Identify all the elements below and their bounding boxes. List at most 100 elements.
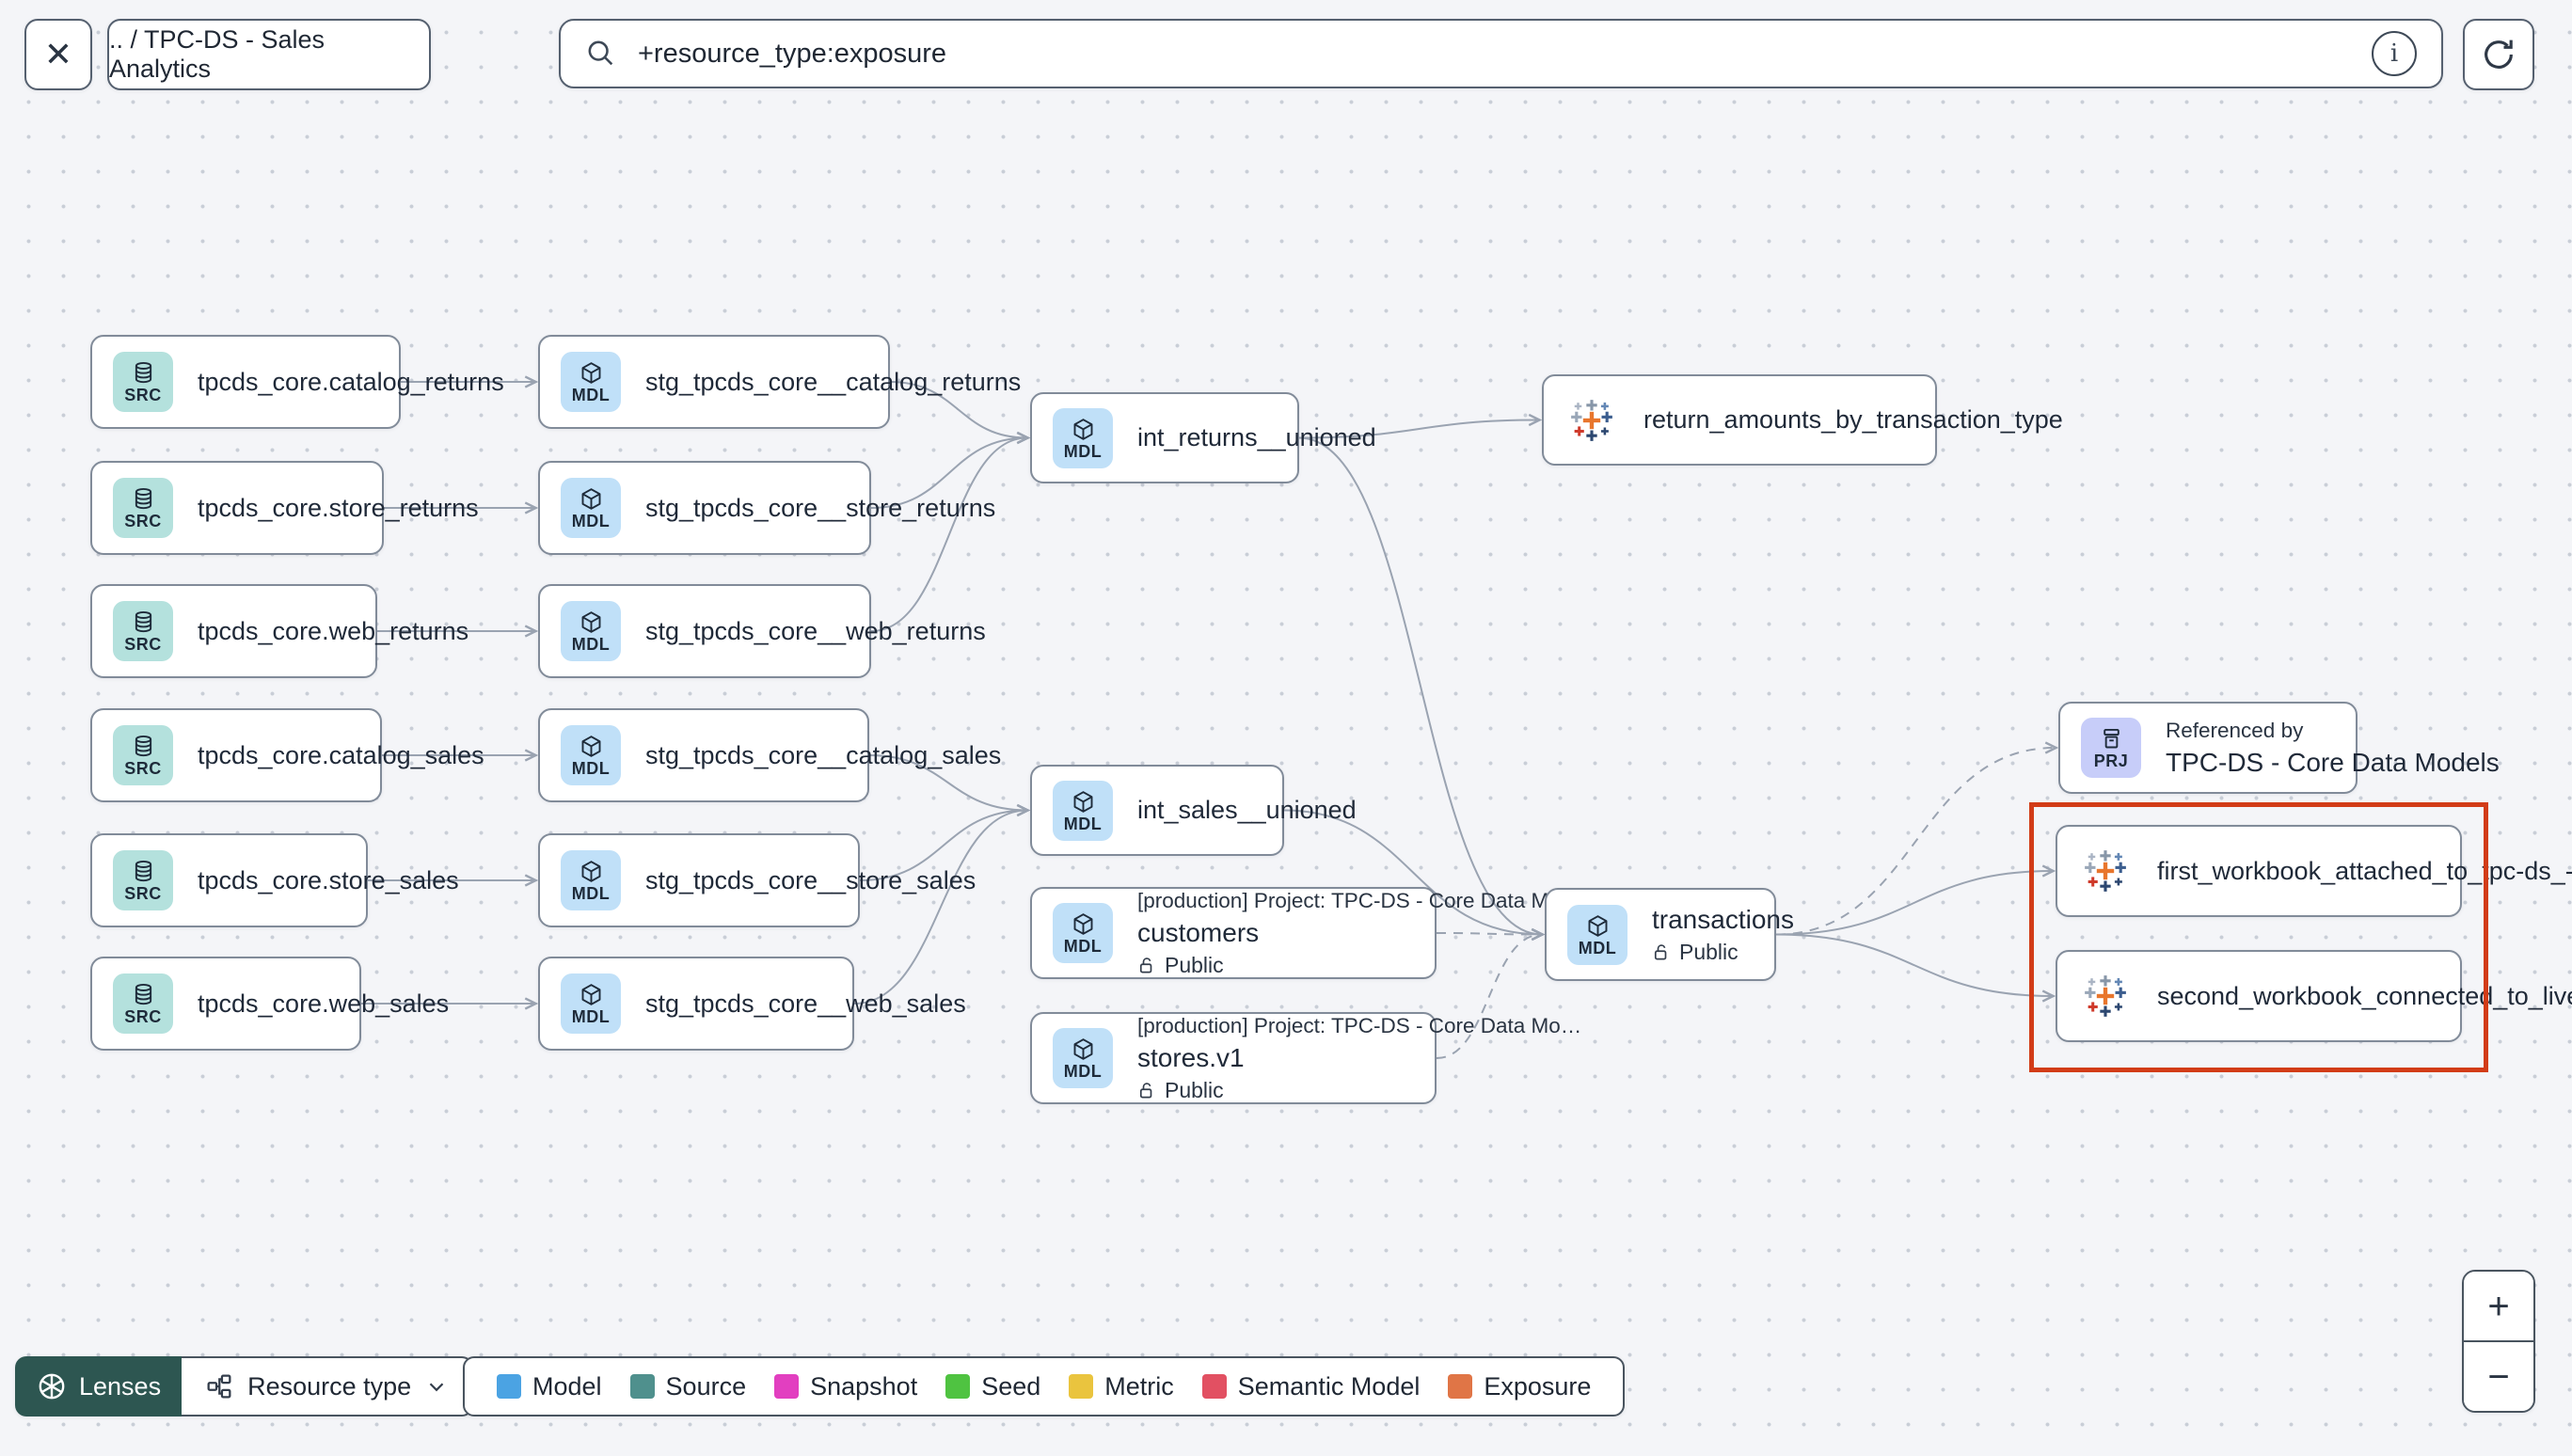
resource-type-label: Resource type bbox=[247, 1371, 412, 1401]
resource-type-dropdown[interactable]: Resource type bbox=[182, 1356, 474, 1416]
model-badge: MDL bbox=[561, 478, 621, 538]
node-access: Public bbox=[1652, 940, 1794, 965]
legend-item-source: Source bbox=[629, 1371, 747, 1401]
breadcrumb-label: .. / TPC-DS - Sales Analytics bbox=[109, 25, 325, 83]
node-label: int_sales__unioned bbox=[1137, 796, 1357, 824]
node-label: customers bbox=[1137, 917, 1260, 947]
legend-item-model: Model bbox=[497, 1372, 602, 1401]
node-label: tpcds_core.catalog_returns bbox=[198, 367, 504, 396]
source-badge: SRC bbox=[113, 352, 173, 412]
node-label: tpcds_core.web_sales bbox=[198, 989, 450, 1018]
close-button[interactable]: ✕ bbox=[24, 19, 92, 90]
access-label: Public bbox=[1165, 1077, 1224, 1102]
close-icon: ✕ bbox=[43, 35, 73, 73]
node-stg_store_returns[interactable]: MDL stg_tpcds_core__store_returns bbox=[538, 461, 995, 555]
node-stores[interactable]: MDL[production] Project: TPC-DS - Core D… bbox=[1030, 1012, 1581, 1104]
lock-open-icon bbox=[1139, 957, 1152, 973]
legend-swatch bbox=[497, 1374, 521, 1399]
model-badge: MDL bbox=[561, 601, 621, 661]
node-return_amounts[interactable]: return_amounts_by_transaction_type bbox=[1542, 374, 2063, 466]
legend-item-seed: Seed bbox=[945, 1372, 1040, 1401]
search-bar[interactable]: i bbox=[559, 19, 2443, 88]
model-cube-icon bbox=[1073, 418, 1092, 440]
model-cube-icon bbox=[1073, 790, 1092, 813]
node-label: stg_tpcds_core__store_sales bbox=[645, 865, 976, 894]
node-access: Public bbox=[1137, 1078, 1581, 1103]
tableau-icon bbox=[1571, 399, 1612, 441]
legend-label: Semantic Model bbox=[1237, 1371, 1421, 1401]
model-cube-icon bbox=[581, 984, 600, 1005]
access-label: Public bbox=[1165, 952, 1224, 977]
source-badge: SRC bbox=[113, 973, 173, 1034]
node-label: tpcds_core.web_returns bbox=[198, 616, 469, 645]
lenses-label: Lenses bbox=[79, 1371, 162, 1401]
model-cube-icon bbox=[1588, 914, 1607, 937]
project-archive-icon bbox=[2103, 728, 2120, 749]
chevron-down-icon bbox=[424, 1374, 449, 1399]
node-src_catalog_returns[interactable]: SRC tpcds_core.catalog_returns bbox=[90, 335, 504, 429]
zoom-controls: + − bbox=[2462, 1270, 2535, 1413]
legend-swatch bbox=[629, 1374, 655, 1399]
tableau-icon bbox=[2085, 975, 2126, 1017]
model-cube-icon bbox=[581, 736, 600, 757]
breadcrumb[interactable]: .. / TPC-DS - Sales Analytics bbox=[107, 19, 431, 90]
node-label: stg_tpcds_core__catalog_sales bbox=[645, 740, 1002, 769]
tableau-icon-wrap bbox=[2078, 969, 2133, 1023]
node-wb1[interactable]: first_workbook_attached_to_tpc-ds_-_… bbox=[2056, 825, 2572, 917]
model-badge: MDL bbox=[561, 725, 621, 785]
model-badge: MDL bbox=[561, 973, 621, 1034]
tableau-icon-wrap bbox=[1564, 393, 1619, 448]
node-src_web_sales[interactable]: SRC tpcds_core.web_sales bbox=[90, 957, 449, 1051]
search-input[interactable] bbox=[636, 37, 2372, 71]
node-label: stg_tpcds_core__store_returns bbox=[645, 493, 996, 522]
source-badge: SRC bbox=[113, 725, 173, 785]
legend-label: Metric bbox=[1104, 1371, 1174, 1401]
refresh-icon bbox=[2480, 36, 2517, 73]
node-wb2[interactable]: second_workbook_connected_to_live… bbox=[2056, 950, 2572, 1042]
legend-label: Exposure bbox=[1484, 1371, 1592, 1401]
lock-open-icon bbox=[1139, 1082, 1152, 1098]
legend-label: Snapshot bbox=[810, 1371, 918, 1401]
legend-swatch bbox=[1069, 1374, 1094, 1399]
node-label: stg_tpcds_core__web_returns bbox=[645, 616, 986, 645]
node-customers[interactable]: MDL[production] Project: TPC-DS - Core D… bbox=[1030, 887, 1581, 979]
node-label: int_returns__unioned bbox=[1137, 423, 1376, 451]
access-label: Public bbox=[1679, 939, 1738, 964]
node-label: stores.v1 bbox=[1137, 1042, 1245, 1072]
model-cube-icon bbox=[1073, 913, 1092, 935]
node-stg_web_returns[interactable]: MDL stg_tpcds_core__web_returns bbox=[538, 584, 986, 678]
node-label: tpcds_core.store_sales bbox=[198, 865, 459, 894]
model-badge: MDL bbox=[561, 352, 621, 412]
legend-label: Model bbox=[532, 1371, 602, 1401]
zoom-out-button[interactable]: − bbox=[2464, 1342, 2533, 1411]
lenses-button[interactable]: Lenses bbox=[15, 1356, 183, 1416]
node-label: return_amounts_by_transaction_type bbox=[1643, 405, 2063, 434]
model-cube-icon bbox=[581, 362, 600, 384]
node-label: first_workbook_attached_to_tpc-ds_-_… bbox=[2157, 856, 2572, 885]
tableau-icon bbox=[2085, 850, 2126, 892]
node-stg_catalog_sales[interactable]: MDL stg_tpcds_core__catalog_sales bbox=[538, 708, 1001, 802]
refresh-button[interactable] bbox=[2463, 19, 2534, 90]
database-icon bbox=[135, 735, 151, 757]
node-label: second_workbook_connected_to_live… bbox=[2157, 981, 2572, 1010]
database-icon bbox=[135, 487, 151, 510]
database-icon bbox=[135, 983, 151, 1005]
project-badge: PRJ bbox=[2081, 718, 2141, 778]
zoom-in-button[interactable]: + bbox=[2464, 1272, 2533, 1342]
model-badge: MDL bbox=[1053, 1028, 1113, 1088]
legend-label: Source bbox=[665, 1371, 747, 1401]
info-icon[interactable]: i bbox=[2372, 31, 2417, 76]
